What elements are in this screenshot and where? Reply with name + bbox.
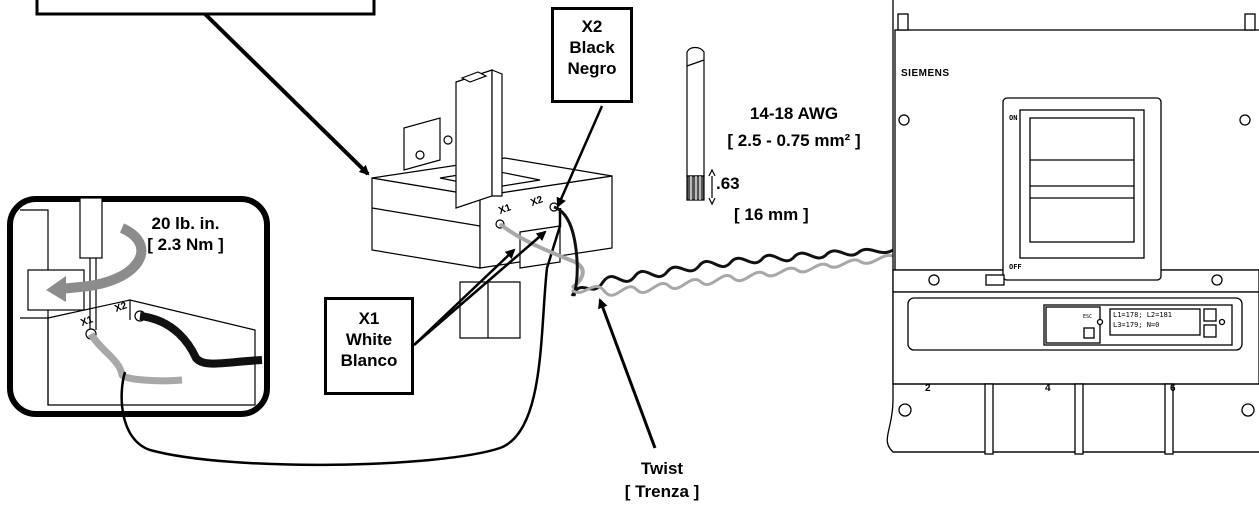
phase-label-2: 2 [925, 383, 931, 394]
wire-gauge-label: 14-18 AWG [ 2.5 - 0.75 mm² ] [724, 103, 864, 151]
top-callout-arrow [203, 12, 370, 176]
torque-metric: [ 2.3 Nm ] [147, 235, 224, 254]
x2-leader-arrow [556, 105, 604, 208]
black-lead [553, 205, 579, 297]
strip-length-mm: [ 16 mm ] [734, 205, 809, 224]
twist-english: Twist [640, 459, 684, 478]
twist-arrow [598, 298, 657, 449]
inset-white-wire [87, 332, 183, 385]
inset-x1-marking: X1 [79, 314, 95, 329]
x1-label-box: X1 White Blanco [324, 297, 414, 395]
stripped-wire-drawing [686, 46, 716, 206]
circuit-breaker [886, 0, 1259, 455]
current-transformer [371, 69, 613, 339]
wire-gauge-mm2: [ 2.5 - 0.75 mm² ] [727, 131, 861, 150]
breaker-brand-logo: SIEMENS [901, 68, 950, 79]
strip-length-inch: .63 [716, 174, 740, 193]
ct-terminal-x1-marking: X1 [497, 202, 513, 217]
x2-label-english: Black [569, 38, 615, 57]
x2-label-code: X2 [581, 17, 603, 36]
breaker-off-marking: OFF [1009, 263, 1022, 271]
phase-label-4: 4 [1045, 383, 1051, 394]
display-esc-key: ESC [1083, 314, 1093, 320]
top-callout-box [35, 0, 376, 16]
ct-terminal-x2-marking: X2 [529, 194, 545, 209]
inset-terminal-block [20, 197, 256, 406]
twist-label: Twist [ Trenza ] [612, 458, 712, 502]
x1-label-spanish: Blanco [340, 351, 398, 370]
torque-label: 20 lb. in. [ 2.3 Nm ] [118, 213, 253, 255]
white-lead [498, 222, 585, 290]
inset-black-wire [139, 312, 263, 368]
breaker-on-marking: ON [1009, 114, 1018, 122]
wire-gauge-awg: 14-18 AWG [749, 104, 839, 123]
x2-label-spanish: Negro [567, 59, 617, 78]
x1-leader-arrow-2 [413, 230, 547, 346]
x1-label-english: White [345, 330, 393, 349]
display-line-2: L3=179; N=0 [1113, 321, 1160, 329]
torque-imperial: 20 lb. in. [151, 214, 220, 233]
strip-length-label: .63 [716, 173, 740, 194]
phase-label-6: 6 [1170, 383, 1176, 394]
twist-spanish: [ Trenza ] [624, 482, 700, 501]
display-line-1: L1=178; L2=181 [1113, 311, 1173, 319]
torque-arrow [59, 223, 147, 294]
strip-length-mm-label: [ 16 mm ] [734, 204, 809, 225]
twisted-pair [570, 247, 894, 297]
black-lead-loop [120, 208, 562, 467]
x2-label-box: X2 Black Negro [551, 7, 633, 103]
inset-x2-marking: X2 [113, 300, 129, 315]
x1-label-code: X1 [358, 309, 380, 328]
